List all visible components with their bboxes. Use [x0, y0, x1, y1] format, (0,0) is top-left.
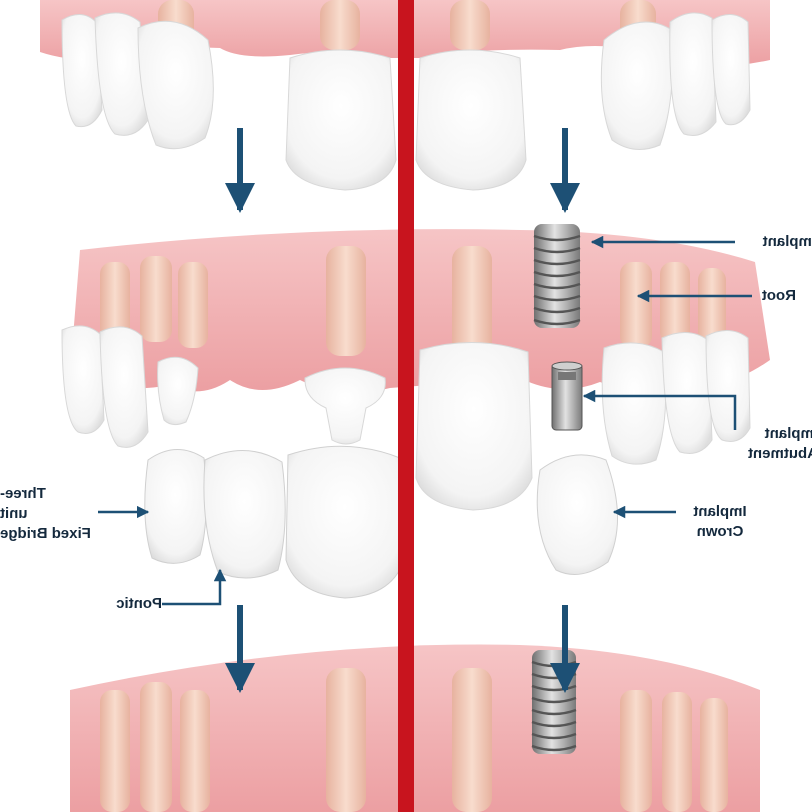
root	[620, 690, 652, 812]
tooth	[285, 49, 397, 191]
root	[320, 0, 360, 50]
implant-screw	[533, 224, 581, 328]
implant-screw	[531, 650, 577, 754]
root	[326, 668, 366, 812]
root	[698, 268, 726, 344]
label-root: Root	[761, 287, 796, 304]
label-pontic: Pontic	[116, 595, 162, 612]
tooth	[600, 21, 674, 150]
root	[180, 690, 210, 812]
tooth	[61, 14, 103, 128]
pointer-line	[582, 389, 737, 430]
bottom-row	[70, 644, 760, 812]
root	[100, 690, 130, 812]
implant-crown	[536, 454, 619, 575]
tooth	[601, 342, 667, 465]
abutment-tooth	[304, 367, 386, 445]
root	[178, 262, 208, 348]
tooth	[711, 14, 751, 126]
label-implant-crown: Implant Crown	[693, 503, 747, 540]
tooth	[705, 330, 751, 442]
middle-gum	[70, 229, 770, 393]
tooth	[661, 332, 713, 454]
root	[326, 246, 366, 356]
top-row	[40, 0, 770, 191]
pointer-line	[162, 568, 227, 606]
root	[140, 256, 172, 342]
root	[140, 682, 172, 812]
label-implant-abutment: Implant Abutment	[748, 425, 812, 462]
implant-abutment	[551, 361, 583, 431]
root	[450, 0, 490, 50]
middle-row	[61, 224, 770, 599]
tooth	[137, 20, 214, 150]
fixed-bridge	[144, 445, 405, 599]
root	[662, 692, 692, 812]
root	[452, 246, 492, 356]
root	[700, 698, 728, 812]
root	[452, 668, 492, 812]
tooth	[61, 325, 105, 434]
tooth	[415, 49, 527, 191]
label-implant: Implant	[762, 233, 812, 250]
center-divider	[398, 0, 414, 812]
root	[100, 262, 130, 340]
root	[620, 262, 652, 348]
tooth	[99, 326, 149, 448]
bottom-gum	[70, 644, 760, 812]
root	[660, 262, 690, 344]
tooth	[94, 12, 149, 136]
tooth	[669, 12, 717, 136]
tooth	[157, 356, 199, 426]
tooth	[415, 341, 533, 511]
label-three-unit-fixed-bridge: Three- unit Fixed Bridge	[0, 485, 91, 542]
